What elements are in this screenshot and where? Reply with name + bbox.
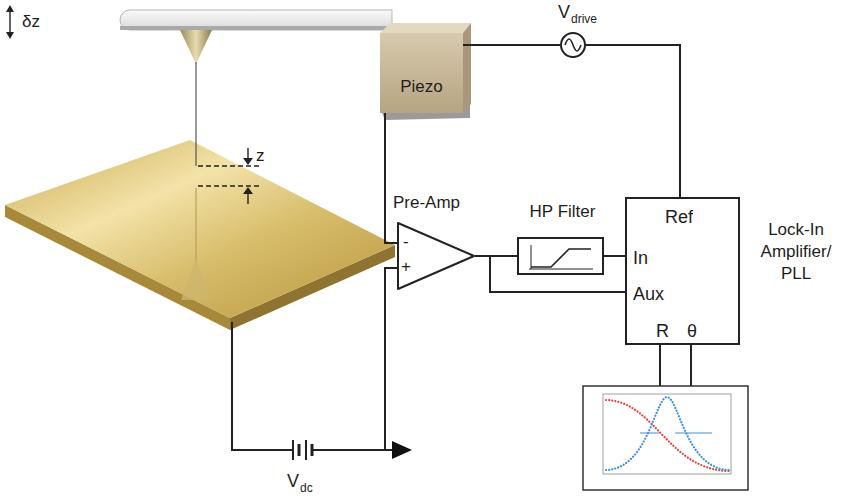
tip-reflection-cone	[181, 258, 211, 300]
wire-line	[586, 45, 680, 197]
node-shape	[560, 32, 586, 58]
tip-needle	[195, 62, 196, 166]
width-marker	[640, 433, 659, 434]
tip-reflection	[195, 188, 196, 262]
wire-line	[321, 268, 397, 450]
wire-line	[463, 44, 560, 46]
phase-curve	[606, 400, 729, 471]
node-text: In	[633, 248, 648, 269]
motion-arrow	[9, 10, 10, 34]
signal-wire	[321, 268, 397, 450]
battery-symbol: Vdc	[285, 433, 321, 467]
piezo-side	[463, 23, 471, 113]
gap-label: z	[256, 146, 265, 166]
signal-wire	[604, 256, 625, 257]
plot-axes	[603, 394, 731, 474]
gap-line	[198, 165, 262, 166]
node-text: +	[401, 257, 411, 277]
node-text: R	[656, 321, 669, 342]
filter-box: HP Filter	[517, 237, 604, 275]
dimension-arrow	[243, 187, 253, 194]
motion-arrow	[6, 5, 14, 12]
ground-symbol	[392, 441, 412, 459]
piezo-top	[380, 23, 471, 33]
voltage-source: Vdrive	[560, 32, 586, 58]
preamp-triangle: Pre-Amp-+	[397, 222, 475, 290]
lock-in-box: RefInAuxRθLock-In Amplifier/ PLL	[625, 197, 740, 345]
node-shape	[285, 433, 321, 467]
node-text: θ	[687, 321, 697, 342]
node-text: Ref	[665, 207, 693, 228]
node-text: Piezo	[380, 77, 463, 97]
node-text: HP Filter	[509, 202, 616, 222]
tip-cone	[180, 30, 212, 64]
signal-wire	[463, 45, 560, 46]
signal-wire	[385, 113, 397, 243]
amplitude-curve	[606, 397, 729, 470]
node-text: Pre-Amp	[393, 193, 460, 213]
wire	[659, 345, 661, 386]
motion-arrow	[6, 32, 14, 39]
signal-wire	[586, 45, 680, 197]
node-text: V	[558, 2, 570, 23]
node-shape	[397, 222, 475, 290]
node-text: dc	[300, 482, 313, 496]
wire	[232, 322, 286, 450]
node-text: Lock-In Amplifier/ PLL	[749, 219, 843, 285]
node-text: drive	[571, 13, 597, 27]
resonance-plot	[583, 386, 748, 490]
wire-line	[385, 113, 397, 243]
cantilever-edge	[120, 26, 392, 30]
node-text: V	[287, 471, 299, 492]
dimension-arrow	[243, 158, 253, 165]
gap-line	[198, 185, 262, 186]
wire-line	[604, 255, 625, 257]
wire	[690, 345, 692, 386]
node-text: -	[403, 232, 409, 252]
sample-plate	[5, 140, 395, 318]
motion-label: δz	[22, 12, 40, 32]
cantilever	[120, 10, 392, 30]
node-shape	[519, 239, 606, 277]
piezo-block: Piezo	[380, 33, 463, 113]
node-text: Aux	[633, 284, 664, 305]
width-marker	[675, 433, 712, 434]
